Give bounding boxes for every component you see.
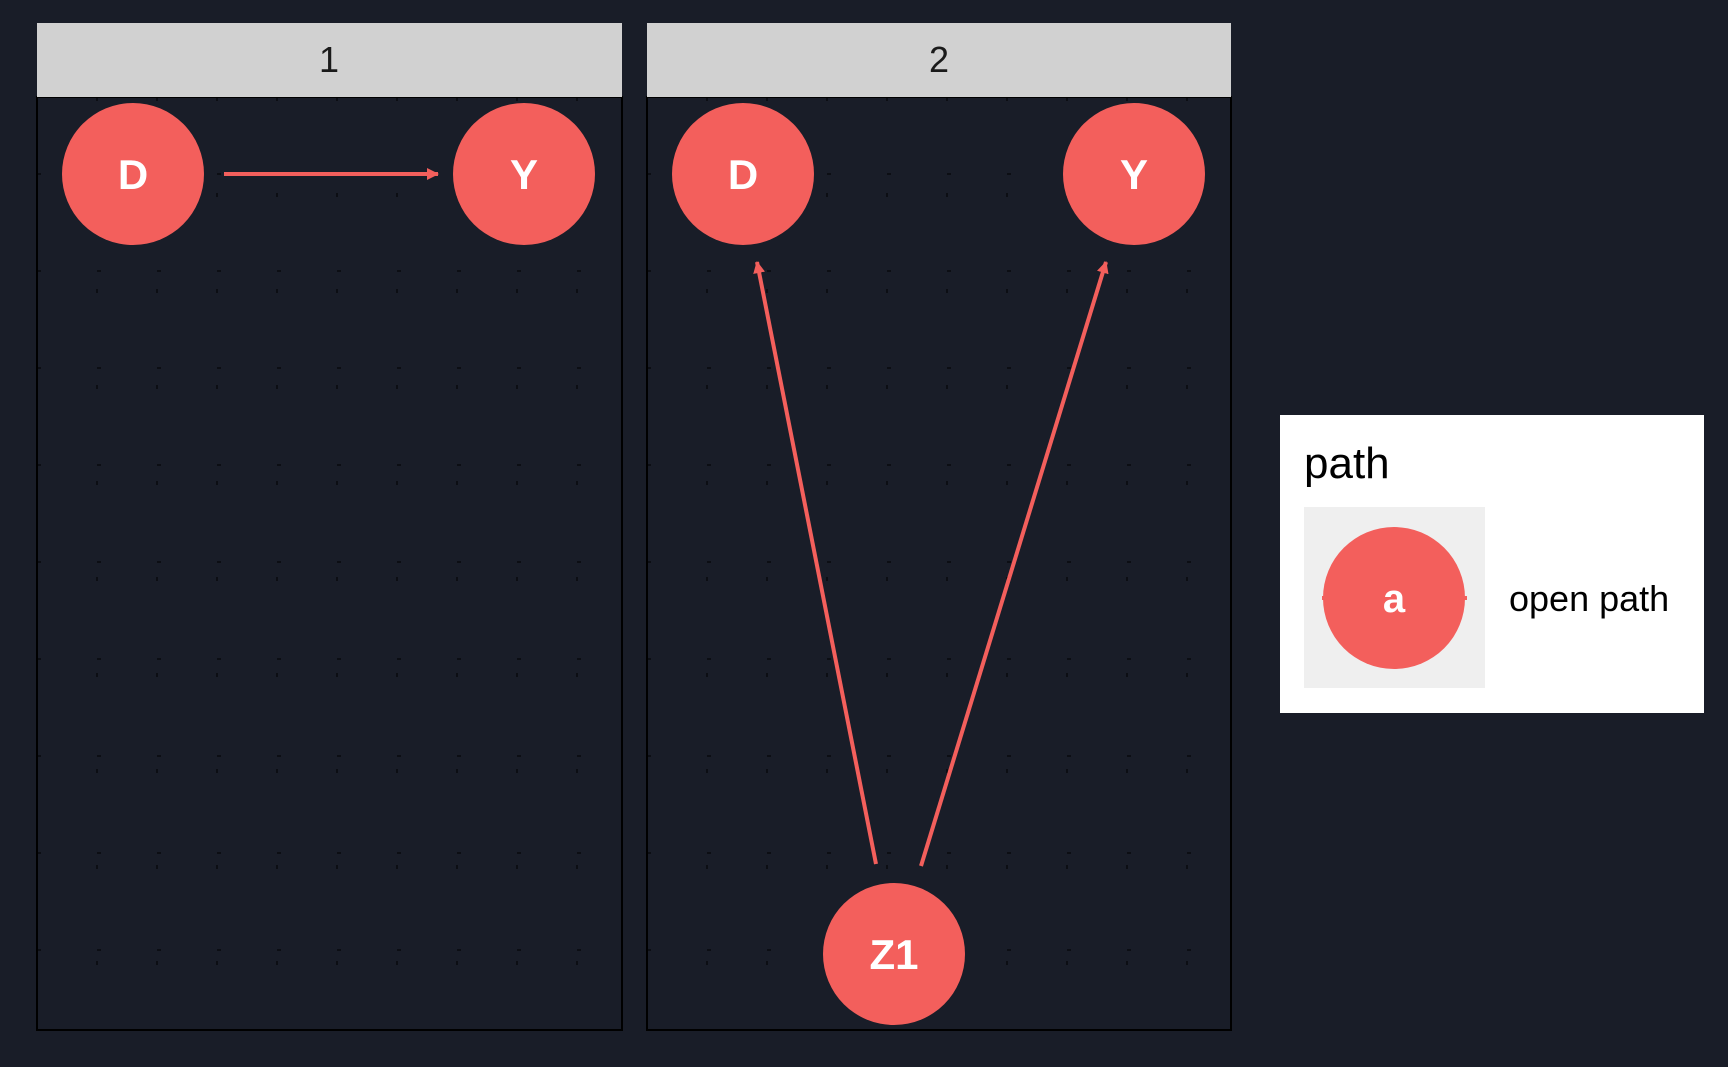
edge-z1-to-d (753, 261, 878, 865)
node-d-label: D (118, 151, 148, 198)
panel-1-strip-label: 1 (319, 39, 339, 80)
node-y: Y (1063, 103, 1205, 245)
panel-2: 2 D Y Z1 (646, 23, 1232, 1031)
legend-key-node (1323, 527, 1465, 669)
panel-1: 1 D Y (36, 23, 623, 1031)
node-d-label: D (728, 151, 758, 198)
legend-item-label: open path (1509, 578, 1669, 619)
panel-2-background (646, 96, 1232, 1031)
node-z1-circle (823, 883, 965, 1025)
legend-title: path (1304, 439, 1390, 488)
node-y: Y (453, 103, 595, 245)
legend-key-label: a (1383, 577, 1406, 621)
node-y-label: Y (510, 151, 538, 198)
node-d: D (62, 103, 204, 245)
node-z1-label: Z1 (869, 931, 918, 978)
node-y-circle (1063, 103, 1205, 245)
node-y-circle (453, 103, 595, 245)
node-d-circle (62, 103, 204, 245)
node-d: D (672, 103, 814, 245)
panel-1-background (36, 96, 623, 1031)
node-d-circle (672, 103, 814, 245)
panel-2-strip-label: 2 (929, 39, 949, 80)
node-z1: Z1 (823, 883, 965, 1025)
panel-2-strip (647, 23, 1231, 97)
panel-1-strip (37, 23, 622, 97)
edge-z1-to-y (919, 261, 1109, 867)
legend: path a open path (1280, 415, 1704, 713)
node-y-label: Y (1120, 151, 1148, 198)
